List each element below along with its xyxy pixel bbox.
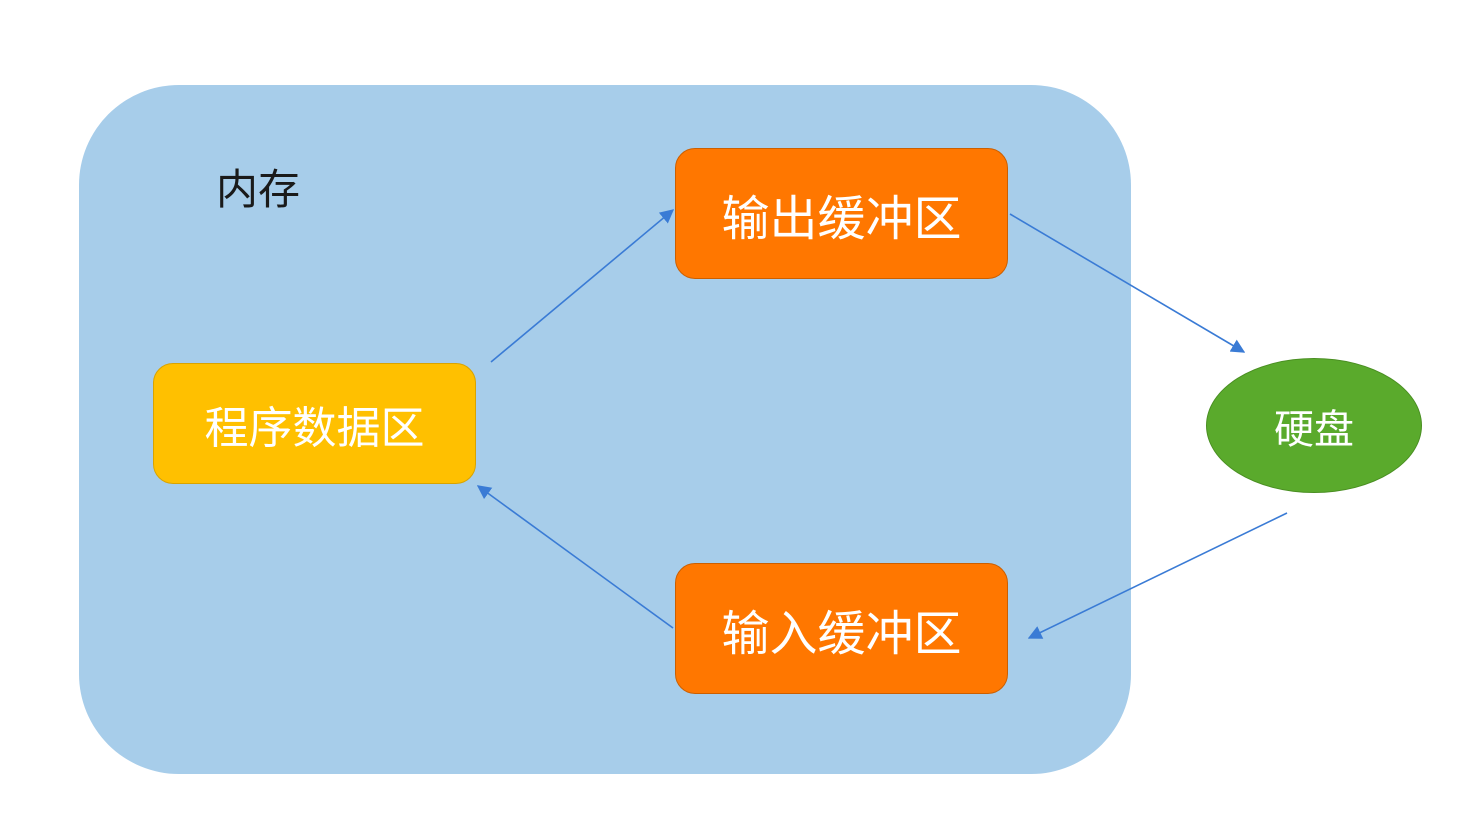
disk: 硬盘	[1206, 358, 1422, 493]
disk-label: 硬盘	[1274, 406, 1354, 453]
output-buffer: 输出缓冲区	[675, 148, 1008, 279]
program-data-area: 程序数据区	[153, 363, 476, 484]
output-buffer-label: 输出缓冲区	[721, 190, 962, 247]
memory-label: 内存	[216, 165, 301, 214]
input-buffer-label: 输入缓冲区	[721, 605, 962, 662]
input-buffer: 输入缓冲区	[675, 563, 1008, 694]
program-data-label: 程序数据区	[204, 402, 425, 454]
